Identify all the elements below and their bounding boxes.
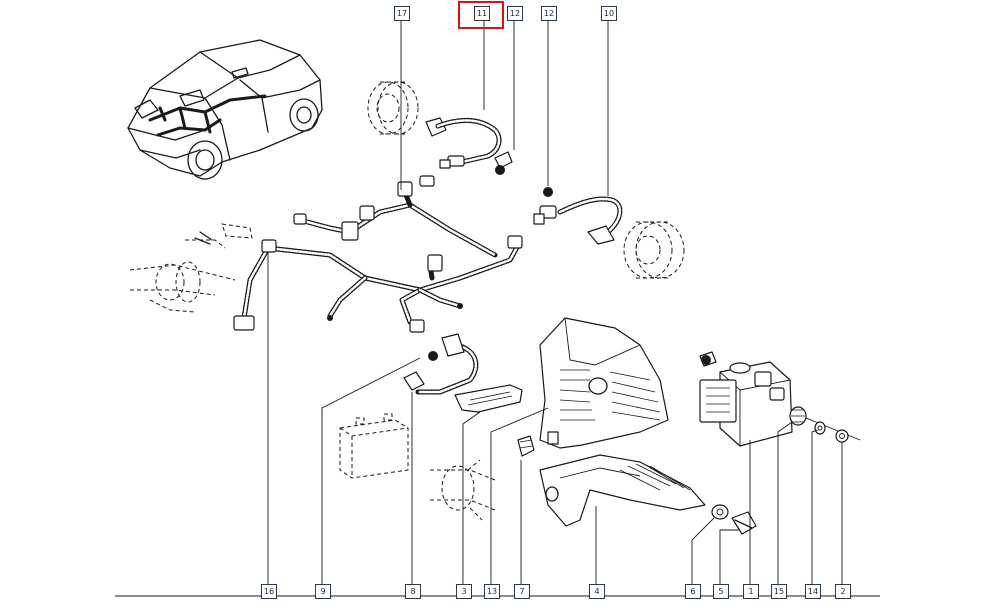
rear-axle-right <box>430 459 496 521</box>
callout-5: 5 <box>713 584 729 599</box>
callout-12-left: 12 <box>507 6 523 21</box>
callout-4: 4 <box>589 584 605 599</box>
front-left-hub <box>367 81 419 135</box>
car-illustration <box>127 39 323 180</box>
callout-6: 6 <box>685 584 701 599</box>
wheel-speed-sensor-front-left <box>425 117 513 175</box>
callout-2: 2 <box>835 584 851 599</box>
callout-16: 16 <box>261 584 277 599</box>
callout-15: 15 <box>771 584 787 599</box>
callout-14: 14 <box>805 584 821 599</box>
abs-hydraulic-unit <box>699 351 793 447</box>
callout-7: 7 <box>514 584 530 599</box>
mounting-bracket <box>517 435 706 527</box>
main-wiring-harness <box>233 175 523 333</box>
callout-highlight <box>458 1 504 29</box>
callout-11: 11 <box>474 6 490 21</box>
callout-3: 3 <box>456 584 472 599</box>
leader-lines-top <box>400 21 609 196</box>
callout-17: 17 <box>394 6 410 21</box>
cover-shield <box>539 317 669 449</box>
callout-8: 8 <box>405 584 421 599</box>
callout-12-right: 12 <box>541 6 557 21</box>
battery <box>339 413 409 479</box>
mount-grommet-and-nuts <box>789 406 861 443</box>
rear-sensor-assembly <box>403 333 523 413</box>
front-right-hub <box>623 221 685 279</box>
callout-13: 13 <box>484 584 500 599</box>
wheel-speed-sensor-front-right <box>533 187 623 245</box>
callout-10: 10 <box>601 6 617 21</box>
callout-9: 9 <box>315 584 331 599</box>
callout-1: 1 <box>743 584 759 599</box>
rear-axle-left <box>129 223 253 313</box>
leader-lines-bottom <box>267 252 843 584</box>
